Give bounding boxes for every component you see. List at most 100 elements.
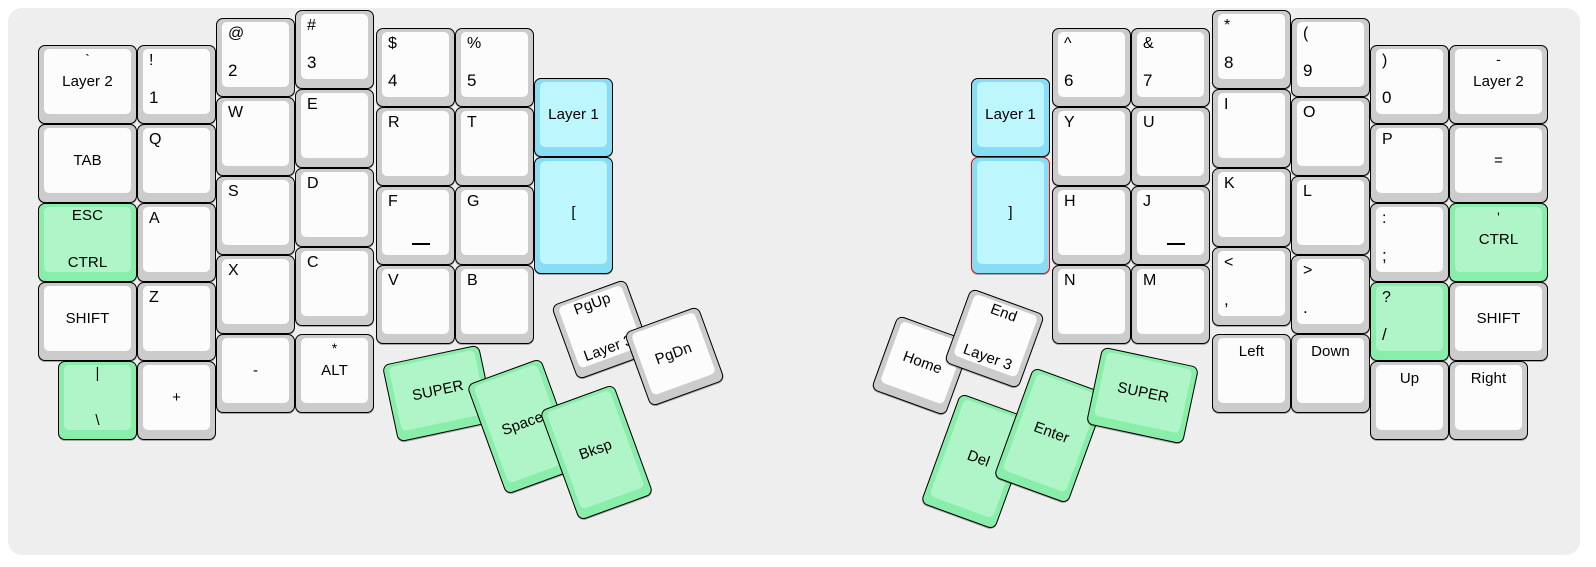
keycap: * 8 [1218,14,1285,79]
key-left-v[interactable]: V [376,265,455,344]
key-left-alt[interactable]: * ALT [295,334,374,413]
key-left-d[interactable]: D [295,168,374,247]
key-legend-top: L [1303,183,1312,200]
key-right-up-arrow[interactable]: Up [1370,361,1449,440]
keycap: C [301,251,368,316]
key-legend-mark: * [331,340,338,356]
key-right-j[interactable]: J [1131,186,1210,265]
key-legend-top: ^ [1064,35,1072,52]
key-left-g[interactable]: G [455,186,534,265]
keycap: Left [1218,338,1285,403]
key-left-tab[interactable]: TAB [38,124,137,203]
key-left-s[interactable]: S [216,176,295,255]
key-left-w[interactable]: W [216,97,295,176]
key-left-3[interactable]: # 3 [295,10,374,89]
key-legend-center: Up [1399,370,1420,387]
key-right-shift[interactable]: SHIFT [1449,282,1548,361]
keycap: % 5 [461,32,528,97]
key-legend-center: ALT [321,361,348,379]
key-left-2[interactable]: @ 2 [216,18,295,97]
key-legend-bottom: 0 [1382,88,1392,107]
key-right-n[interactable]: N [1052,265,1131,344]
key-left-c[interactable]: C [295,247,374,326]
key-right-m[interactable]: M [1131,265,1210,344]
key-legend-top: I [1224,96,1229,113]
key-left-plus[interactable]: + [137,361,216,440]
key-left-minus[interactable]: - [216,334,295,413]
key-right-quote-ctrl[interactable]: ' CTRL [1449,203,1548,282]
key-legend-center: - [252,361,259,379]
key-legend-bottom: 8 [1224,53,1234,72]
key-legend-center: CTRL [1478,230,1519,248]
keycap: X [222,259,289,324]
key-right-layer2[interactable]: - Layer 2 [1449,45,1548,124]
key-right-p[interactable]: P [1370,124,1449,203]
keycap: F [382,190,449,255]
key-right-l[interactable]: L [1291,176,1370,255]
keycap: J [1137,190,1204,255]
keycap: I [1218,93,1285,158]
keycap: K [1218,172,1285,237]
keycap: ] [977,161,1044,264]
key-left-esc-ctrl[interactable]: ESC CTRL [38,203,137,282]
key-left-5[interactable]: % 5 [455,28,534,107]
key-legend-center: Right [1470,370,1507,387]
key-right-o[interactable]: O [1291,97,1370,176]
key-left-r[interactable]: R [376,107,455,186]
key-left-b[interactable]: B [455,265,534,344]
key-legend-top: $ [388,35,397,52]
key-left-layer2[interactable]: ` Layer 2 [38,45,137,124]
key-legend-bottom: 7 [1143,71,1153,90]
key-left-a[interactable]: A [137,203,216,282]
key-left-pipe-backslash[interactable]: | \ [58,361,137,440]
key-right-h[interactable]: H [1052,186,1131,265]
key-right-i[interactable]: I [1212,89,1291,168]
key-right-right-arrow[interactable]: Right [1449,361,1528,440]
key-left-z[interactable]: Z [137,282,216,361]
key-left-t[interactable]: T [455,107,534,186]
key-right-bracket-close[interactable]: ] [971,157,1050,274]
key-legend-top: S [228,183,239,200]
key-left-layer1[interactable]: Layer 1 [534,78,613,157]
key-right-y[interactable]: Y [1052,107,1131,186]
key-right-0[interactable]: ) 0 [1370,45,1449,124]
key-right-k[interactable]: K [1212,168,1291,247]
key-legend-center: Layer 1 [985,105,1036,123]
key-right-8[interactable]: * 8 [1212,10,1291,89]
key-right-left-arrow[interactable]: Left [1212,334,1291,413]
key-left-e[interactable]: E [295,89,374,168]
key-legend-center: Enter [1031,418,1072,447]
key-right-layer1[interactable]: Layer 1 [971,78,1050,157]
key-right-9[interactable]: ( 9 [1291,18,1370,97]
key-left-x[interactable]: X [216,255,295,334]
key-left-bracket-open[interactable]: [ [534,157,613,274]
key-legend-top: E [307,96,318,113]
key-right-slash[interactable]: ? / [1370,282,1449,361]
keycap: SUPER [1093,351,1193,434]
key-left-f[interactable]: F [376,186,455,265]
key-legend-top: J [1143,193,1152,210]
key-left-q[interactable]: Q [137,124,216,203]
homing-bar-icon [411,243,430,245]
keycap: : ; [1376,207,1443,272]
key-legend-top: R [388,114,400,131]
key-legend-center: SUPER [1115,378,1171,406]
key-right-period[interactable]: > . [1291,255,1370,334]
key-left-1[interactable]: ! 1 [137,45,216,124]
key-legend-center: Bksp [576,435,615,464]
keycap: H [1058,190,1125,255]
key-legend-top: < [1224,254,1234,271]
key-right-6[interactable]: ^ 6 [1052,28,1131,107]
key-right-comma[interactable]: < , [1212,247,1291,326]
key-left-shift[interactable]: SHIFT [38,282,137,361]
key-right-semicolon[interactable]: : ; [1370,203,1449,282]
key-left-4[interactable]: $ 4 [376,28,455,107]
key-right-down-arrow[interactable]: Down [1291,334,1370,413]
key-legend-center: Layer 2 [62,72,113,90]
key-legend-top: : [1382,210,1387,227]
key-right-7[interactable]: & 7 [1131,28,1210,107]
key-legend-top: X [228,262,239,279]
keycap: * ALT [301,338,368,403]
key-right-equals[interactable]: = [1449,124,1548,203]
key-right-u[interactable]: U [1131,107,1210,186]
